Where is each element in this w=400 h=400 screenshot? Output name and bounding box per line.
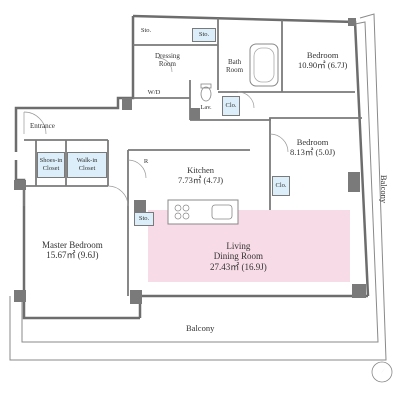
bedroom1-name: Bedroom bbox=[306, 50, 339, 60]
walkin-closet-label-2: Closet bbox=[78, 165, 96, 172]
kitchen-counter bbox=[167, 199, 239, 225]
balcony-right-label: Balcony bbox=[379, 174, 390, 204]
bath-room-label: Bath Room bbox=[226, 58, 243, 74]
storage-tag-top-left: Sto. bbox=[139, 22, 153, 40]
living-name-1: Living bbox=[226, 241, 251, 251]
closet-label: Clo. bbox=[275, 182, 287, 190]
storage-label: Sto. bbox=[140, 27, 152, 35]
structural-columns bbox=[14, 18, 366, 304]
bedroom1-area: 10.90㎡ (6.7J) bbox=[298, 59, 348, 70]
refrigerator-label: R bbox=[143, 158, 149, 166]
door-swings bbox=[23, 57, 289, 207]
storage-label: Sto. bbox=[198, 31, 210, 39]
balcony-bottom-label: Balcony bbox=[186, 323, 215, 333]
walkin-closet-tag: Walk-in Closet bbox=[67, 152, 107, 178]
dressing-room-name-1: Dressing bbox=[155, 52, 180, 60]
shoes-closet-label-2: Closet bbox=[42, 165, 60, 172]
washer-dryer-label: W/D bbox=[147, 89, 161, 97]
balcony-outline bbox=[9, 13, 387, 361]
shoes-closet-tag: Shoes-in Closet bbox=[37, 152, 65, 178]
bedroom1-label: Bedroom 10.90㎡ (6.7J) bbox=[298, 50, 348, 71]
bedroom2-label: Bedroom 8.13㎡ (5.0J) bbox=[290, 137, 336, 158]
bathtub bbox=[249, 43, 279, 87]
bath-room-name-1: Bath bbox=[227, 58, 242, 66]
bedroom2-name: Bedroom bbox=[296, 137, 329, 147]
interior-walls bbox=[23, 18, 362, 296]
living-area: 27.43㎡ (16.9J) bbox=[210, 261, 267, 272]
compass-icon bbox=[371, 361, 393, 383]
entrance-label: Entrance bbox=[30, 122, 55, 130]
toilet-fixture bbox=[200, 83, 212, 102]
washer-dryer-tag: W/D bbox=[143, 86, 165, 100]
lavatory-tag: Lav. bbox=[196, 102, 216, 114]
kitchen-label: Kitchen 7.73㎡ (4.7J) bbox=[178, 165, 224, 186]
storage-label: Sto. bbox=[138, 215, 150, 223]
dressing-room-label: Dressing Room bbox=[155, 52, 180, 68]
kitchen-name: Kitchen bbox=[187, 165, 215, 175]
refrigerator-tag: R bbox=[140, 156, 152, 168]
living-name-2: Dining Room bbox=[213, 251, 263, 262]
living-dining-label: Living Dining Room 27.43㎡ (16.9J) bbox=[210, 241, 267, 272]
dressing-room-name-2: Room bbox=[158, 60, 176, 69]
lavatory-label: Lav. bbox=[200, 104, 212, 112]
kitchen-area: 7.73㎡ (4.7J) bbox=[178, 174, 224, 185]
closet-label: Clo. bbox=[225, 102, 237, 110]
bedroom2-area: 8.13㎡ (5.0J) bbox=[290, 146, 336, 157]
master-bedroom-name: Master Bedroom bbox=[42, 240, 103, 250]
walkin-closet-label-1: Walk-in bbox=[76, 157, 98, 165]
master-bedroom-label: Master Bedroom 15.67㎡ (9.6J) bbox=[42, 240, 103, 261]
storage-tag-top-mid: Sto. bbox=[192, 28, 216, 42]
closet-tag-lav: Clo. bbox=[222, 96, 240, 116]
storage-tag-kitchen: Sto. bbox=[134, 212, 154, 226]
closet-tag-bedroom2: Clo. bbox=[272, 176, 290, 196]
shoes-closet-label-1: Shoes-in bbox=[39, 157, 63, 165]
bath-room-name-2: Room bbox=[226, 66, 244, 75]
master-bedroom-area: 15.67㎡ (9.6J) bbox=[46, 250, 99, 261]
